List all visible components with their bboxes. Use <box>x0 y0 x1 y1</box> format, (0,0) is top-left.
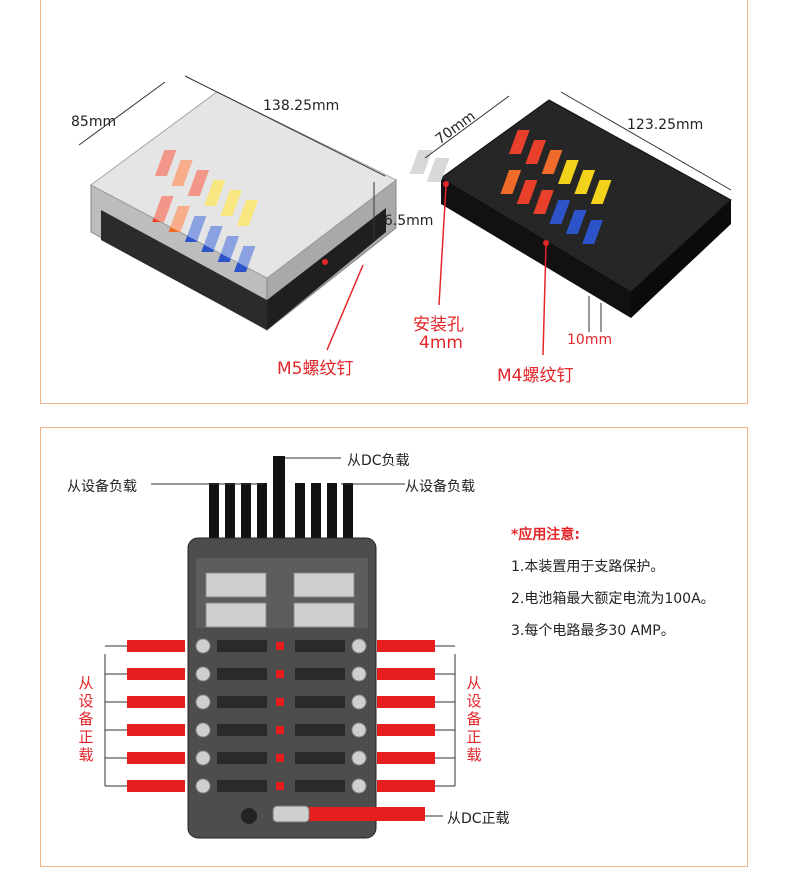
terminal-screw <box>195 750 211 766</box>
fuse-slot <box>295 696 345 708</box>
fuse-slot <box>217 668 267 680</box>
terminal-spacing-dimension: 10mm <box>567 332 613 348</box>
fuse-slot <box>295 780 345 792</box>
fuse-indicator-led <box>276 782 284 790</box>
fuse-slot <box>217 696 267 708</box>
mounting-hole-label: 安装孔 <box>413 315 464 335</box>
device-positive-left-label: 从 设 备 正 载 <box>78 674 94 764</box>
terminal-screw <box>351 638 367 654</box>
application-notes: *应用注意: 1.本装置用于支路保护。 2.电池箱最大额定电流为100A。 3.… <box>511 524 715 640</box>
fuse-slot <box>217 724 267 736</box>
device-negative-right-label: 从设备负载 <box>405 479 475 495</box>
dc-negative-label: 从DC负载 <box>347 453 410 469</box>
terminal-screw <box>351 694 367 710</box>
note-item: 3.每个电路最多30 AMP。 <box>511 623 675 639</box>
positive-wire <box>377 696 435 708</box>
terminal-screw <box>351 666 367 682</box>
wiring-diagram-panel: 从DC负载 从设备负载 从设备负载 从DC正载 从 设 备 正 载 从 设 备 … <box>40 427 748 867</box>
fuse-rows <box>195 638 367 794</box>
terminal-screw <box>351 750 367 766</box>
positive-wire <box>127 780 185 792</box>
positive-wire <box>127 640 185 652</box>
note-item: 2.电池箱最大额定电流为100A。 <box>511 591 715 607</box>
terminal-screw <box>195 666 211 682</box>
positive-wire <box>127 668 185 680</box>
positive-wire <box>377 640 435 652</box>
negative-wires <box>151 456 405 566</box>
terminal-screw <box>351 778 367 794</box>
left-screw-label: M5螺纹钉 <box>277 359 354 379</box>
terminal-screw <box>195 694 211 710</box>
left-height-dimension: 36.5mm <box>375 213 434 229</box>
note-item: 1.本装置用于支路保护。 <box>511 559 665 575</box>
fuse-box-open-image <box>409 91 732 356</box>
fuse-slot <box>217 780 267 792</box>
fuse-slot <box>295 752 345 764</box>
fuse-slot <box>295 668 345 680</box>
fuse-slot <box>295 640 345 652</box>
terminal-screw <box>195 778 211 794</box>
terminal-screw <box>195 638 211 654</box>
fuse-slot <box>217 640 267 652</box>
fuse-indicator-led <box>276 670 284 678</box>
right-width-dimension: 123.25mm <box>627 117 704 133</box>
fuse-indicator-led <box>276 726 284 734</box>
fuse-box-with-cover-image <box>78 75 397 351</box>
positive-wire <box>127 724 185 736</box>
notes-title: *应用注意: <box>511 527 580 543</box>
positive-wire <box>377 780 435 792</box>
device-negative-left-label: 从设备负载 <box>67 479 137 495</box>
device-positive-right-label: 从 设 备 正 载 <box>466 674 482 764</box>
product-dimensions-panel: 138.25mm 85mm 36.5mm M5螺纹钉 70mm 123.25mm… <box>40 0 748 404</box>
fuse-indicator-led <box>276 698 284 706</box>
dc-positive-label: 从DC正载 <box>447 811 510 827</box>
positive-wire <box>127 752 185 764</box>
positive-wire <box>127 696 185 708</box>
mounting-hole-size: 4mm <box>419 333 463 353</box>
product-photos <box>78 75 732 356</box>
positive-wire <box>377 724 435 736</box>
positive-wires <box>105 640 455 792</box>
fuse-indicator-led <box>276 642 284 650</box>
left-width-dimension: 138.25mm <box>263 98 340 114</box>
wiring-diagram <box>104 456 456 839</box>
right-screw-label: M4螺纹钉 <box>497 366 574 386</box>
terminal-screw <box>195 722 211 738</box>
fuse-slot <box>217 752 267 764</box>
positive-wire <box>377 668 435 680</box>
fuse-slot <box>295 724 345 736</box>
fuse-indicator-led <box>276 754 284 762</box>
positive-wire <box>377 752 435 764</box>
left-depth-dimension: 85mm <box>71 114 117 130</box>
terminal-screw <box>351 722 367 738</box>
